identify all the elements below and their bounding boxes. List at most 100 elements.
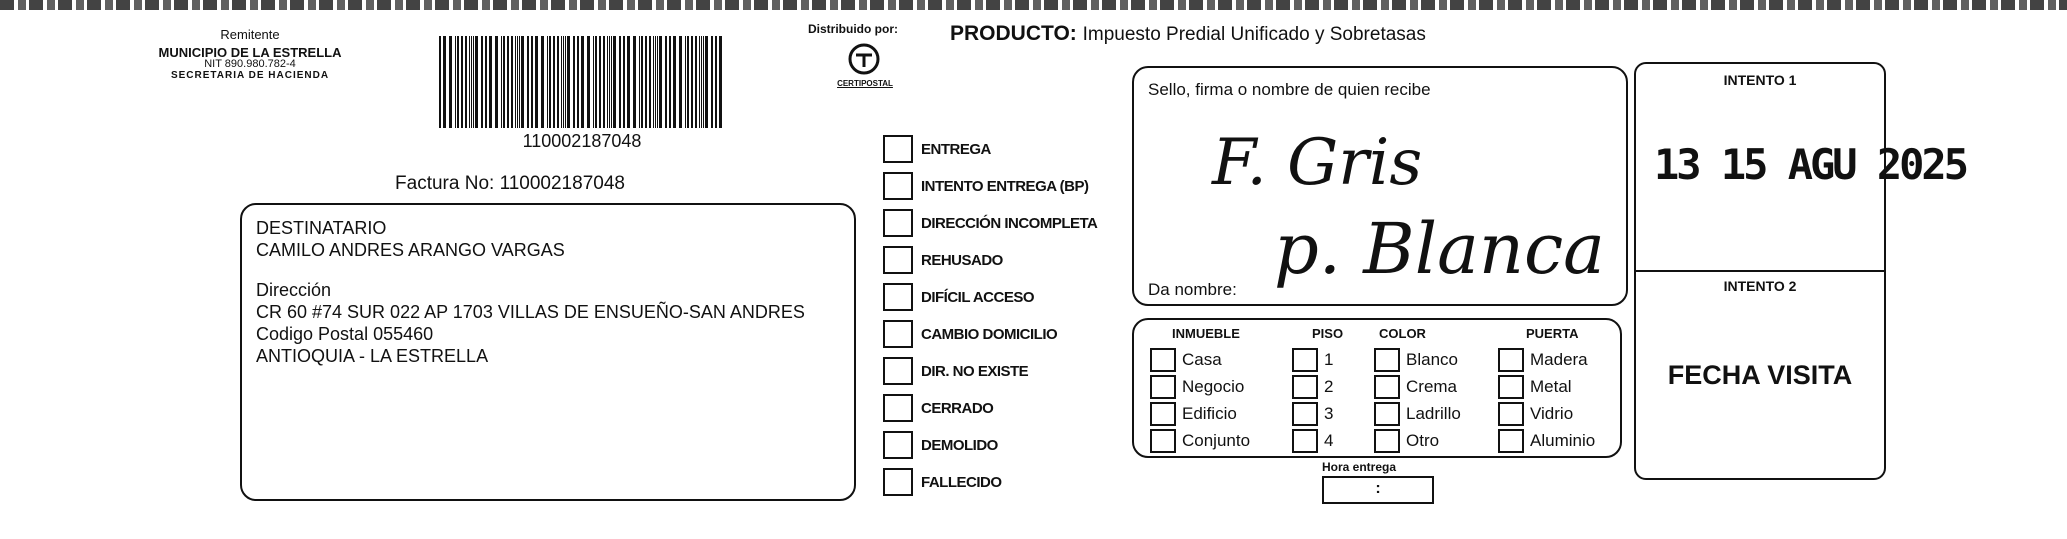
barcode-bar	[469, 36, 470, 128]
property-puerta-checkbox[interactable]	[1498, 402, 1524, 426]
property-piso-checkbox[interactable]	[1292, 375, 1318, 399]
property-header-inmueble: INMUEBLE	[1172, 326, 1240, 341]
barcode-bar	[701, 36, 702, 128]
sender-block: Remitente MUNICIPIO DE LA ESTRELLA NIT 8…	[120, 28, 380, 81]
address-label: Dirección	[256, 280, 332, 300]
delivery-option-checkbox[interactable]	[883, 468, 913, 496]
barcode-bar	[623, 36, 625, 128]
property-color-checkbox[interactable]	[1374, 348, 1400, 372]
property-inmueble-checkbox[interactable]	[1150, 429, 1176, 453]
barcode-bar	[609, 36, 610, 128]
delivery-option-row[interactable]: INTENTO ENTREGA (BP)	[883, 172, 1123, 202]
delivery-option-label: ENTREGA	[921, 141, 991, 158]
property-inmueble-label: Conjunto	[1182, 431, 1251, 450]
recipient-postal: Codigo Postal 055460	[256, 324, 434, 344]
barcode-bar	[653, 36, 654, 128]
delivery-option-row[interactable]: DIR. NO EXISTE	[883, 357, 1123, 387]
property-header-puerta: PUERTA	[1526, 326, 1579, 341]
delivery-option-label: DEMOLIDO	[921, 437, 998, 454]
delivery-option-checkbox[interactable]	[883, 283, 913, 311]
barcode-bar	[673, 36, 676, 128]
barcode-bar	[659, 36, 662, 128]
delivery-option-row[interactable]: REHUSADO	[883, 246, 1123, 276]
recipient-address: CR 60 #74 SUR 022 AP 1703 VILLAS DE ENSU…	[256, 302, 805, 322]
property-inmueble-checkbox[interactable]	[1150, 402, 1176, 426]
delivery-option-checkbox[interactable]	[883, 135, 913, 163]
property-piso-checkbox[interactable]	[1292, 429, 1318, 453]
delivery-option-row[interactable]: DEMOLIDO	[883, 431, 1123, 461]
property-piso-label: 4	[1324, 431, 1334, 450]
property-color-checkbox[interactable]	[1374, 429, 1400, 453]
barcode-bar	[619, 36, 621, 128]
barcode-bar	[607, 36, 608, 128]
barcode-bar	[515, 36, 516, 128]
barcode-bar	[457, 36, 459, 128]
barcode-bar	[655, 36, 656, 128]
delivery-option-checkbox[interactable]	[883, 320, 913, 348]
delivery-option-row[interactable]: CAMBIO DOMICILIO	[883, 320, 1123, 350]
delivery-option-label: DIFÍCIL ACCESO	[921, 289, 1035, 306]
barcode-bar	[705, 36, 708, 128]
barcode-bar	[541, 36, 544, 128]
delivery-option-label: CERRADO	[921, 400, 994, 417]
delivery-option-row[interactable]: DIRECCIÓN INCOMPLETA	[883, 209, 1123, 239]
property-inmueble-label: Edificio	[1182, 404, 1237, 423]
signature-box: Sello, firma o nombre de quien recibe F.…	[1132, 66, 1628, 306]
barcode-bar	[657, 36, 658, 128]
property-puerta-label: Madera	[1530, 350, 1588, 369]
barcode-bar	[711, 36, 713, 128]
delivery-option-row[interactable]: FALLECIDO	[883, 468, 1123, 498]
property-color-label: Blanco	[1406, 350, 1458, 369]
delivery-option-checkbox[interactable]	[883, 357, 913, 385]
visit-date-label: FECHA VISITA	[1667, 360, 1853, 390]
barcode-bar	[695, 36, 697, 128]
property-inmueble-checkbox[interactable]	[1150, 348, 1176, 372]
barcode-bar	[703, 36, 704, 128]
hora-field[interactable]: :	[1322, 476, 1434, 504]
property-color-checkbox[interactable]	[1374, 375, 1400, 399]
barcode-bar	[557, 36, 559, 128]
property-piso-checkbox[interactable]	[1292, 348, 1318, 372]
property-puerta-label: Metal	[1530, 377, 1572, 396]
property-inmueble-checkbox[interactable]	[1150, 375, 1176, 399]
barcode-bar	[599, 36, 601, 128]
delivery-option-row[interactable]: ENTREGA	[883, 135, 1123, 165]
invoice-number: Factura No: 110002187048	[395, 173, 625, 194]
delivery-option-row[interactable]: CERRADO	[883, 394, 1123, 424]
barcode-bar	[527, 36, 529, 128]
barcode-bar	[495, 36, 498, 128]
barcode-number: 110002187048	[522, 131, 642, 151]
sender-office: SECRETARIA DE HACIENDA	[170, 69, 330, 81]
barcode-bar	[603, 36, 605, 128]
delivery-option-row[interactable]: DIFÍCIL ACCESO	[883, 283, 1123, 313]
property-color-checkbox[interactable]	[1374, 402, 1400, 426]
property-header-color: COLOR	[1379, 326, 1426, 341]
recipient-box: DESTINATARIO CAMILO ANDRES ARANGO VARGAS…	[240, 203, 856, 501]
barcode-bar	[719, 36, 722, 128]
barcode-bar	[665, 36, 667, 128]
delivery-option-checkbox[interactable]	[883, 246, 913, 274]
property-header-piso: PISO	[1312, 326, 1344, 341]
property-puerta-checkbox[interactable]	[1498, 429, 1524, 453]
barcode-bar	[645, 36, 647, 128]
barcode-bar	[573, 36, 575, 128]
recipient-text: DESTINATARIO CAMILO ANDRES ARANGO VARGAS…	[256, 217, 805, 367]
barcode-bar	[679, 36, 682, 128]
attempt-1-stamp: 13 15 AGU 2025	[1654, 140, 1969, 189]
delivery-option-checkbox[interactable]	[883, 394, 913, 422]
barcode-bar	[461, 36, 463, 128]
attempts-divider	[1636, 270, 1884, 272]
delivery-option-checkbox[interactable]	[883, 209, 913, 237]
delivery-option-label: DIR. NO EXISTE	[921, 363, 1029, 380]
handwritten-signature: F. Gris	[1212, 126, 1423, 200]
delivery-option-checkbox[interactable]	[883, 172, 913, 200]
barcode	[439, 36, 722, 128]
property-puerta-checkbox[interactable]	[1498, 348, 1524, 372]
property-piso-checkbox[interactable]	[1292, 402, 1318, 426]
delivery-option-checkbox[interactable]	[883, 431, 913, 459]
barcode-bar	[549, 36, 551, 128]
barcode-bar	[639, 36, 640, 128]
property-puerta-checkbox[interactable]	[1498, 375, 1524, 399]
product-line: PRODUCTO: Impuesto Predial Unificado y S…	[950, 22, 1426, 46]
